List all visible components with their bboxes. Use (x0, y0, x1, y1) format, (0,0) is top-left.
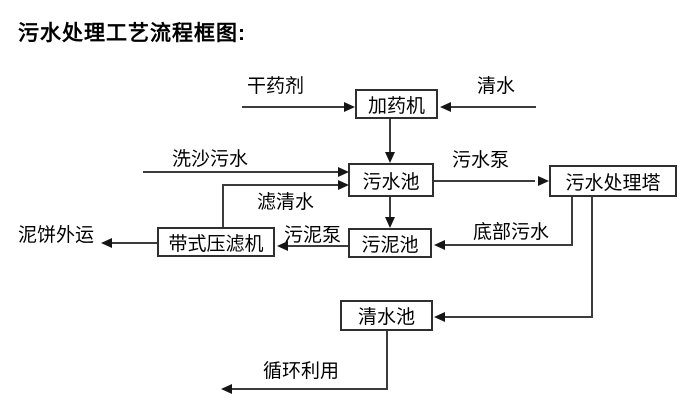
edge-label-mud-cake-out: 泥饼外运 (18, 225, 95, 246)
edge-label-sludge-pump: 污泥泵 (284, 225, 342, 246)
edge-label-clean-water: 清水 (477, 76, 516, 97)
line-tower-to-clean-water-pool (445, 316, 593, 318)
arrowhead-right-sand-washing-sewage (338, 167, 349, 177)
edge-label-sand-washing-sewage: 洗沙污水 (172, 149, 249, 170)
node-sludge-pool: 污泥池 (348, 228, 432, 258)
line-clean-water-pool-down (386, 331, 388, 389)
arrowhead-down-sewage-pool-to-sludge-pool (385, 217, 395, 228)
arrowhead-right-filtered-water (338, 180, 349, 190)
arrowhead-left-to-clean-water-pool (434, 312, 445, 322)
node-dosing-machine: 加药机 (355, 89, 438, 119)
diagram-title: 污水处理工艺流程框图: (18, 22, 246, 45)
line-tower-down-2 (591, 197, 593, 317)
arrowhead-left-recycle-use (221, 384, 232, 394)
line-mud-cake-out (112, 242, 157, 244)
edge-label-bottom-sewage: 底部污水 (473, 222, 550, 243)
node-sewage-pool: 污水池 (348, 163, 434, 197)
line-tower-down-1 (571, 197, 573, 246)
line-sludge-pump (288, 245, 348, 247)
edge-label-dry-chemical: 干药剂 (247, 76, 305, 97)
line-sand-washing-sewage (143, 171, 339, 173)
line-sewage-pool-to-sludge-pool (389, 197, 391, 218)
line-bottom-sewage (445, 244, 573, 246)
arrowhead-left-bottom-sewage (434, 240, 445, 250)
line-dosing-to-sewage-pool (389, 119, 391, 153)
edge-label-filtered-water: 滤清水 (257, 192, 315, 213)
arrowhead-down-dosing-to-sewage-pool (385, 152, 395, 163)
arrowhead-right-dry-chemical (344, 102, 355, 112)
line-sewage-pump (434, 180, 535, 182)
arrowhead-right-sewage-pump (538, 176, 549, 186)
line-recycle-use (232, 388, 388, 390)
line-clean-water (451, 106, 536, 108)
line-filtered-water-vertical (222, 184, 224, 227)
line-filtered-water-horizontal (222, 184, 339, 186)
line-dry-chemical (242, 106, 345, 108)
node-belt-filter-press: 带式压滤机 (157, 227, 275, 257)
node-treatment-tower: 污水处理塔 (549, 165, 677, 197)
arrowhead-left-sludge-pump (277, 241, 288, 251)
node-clean-water-pool: 清水池 (340, 300, 433, 331)
arrowhead-left-clean-water (440, 102, 451, 112)
arrowhead-left-mud-cake-out (101, 238, 112, 248)
edge-label-sewage-pump: 污水泵 (452, 150, 510, 171)
edge-label-recycle-use: 循环利用 (263, 361, 340, 382)
